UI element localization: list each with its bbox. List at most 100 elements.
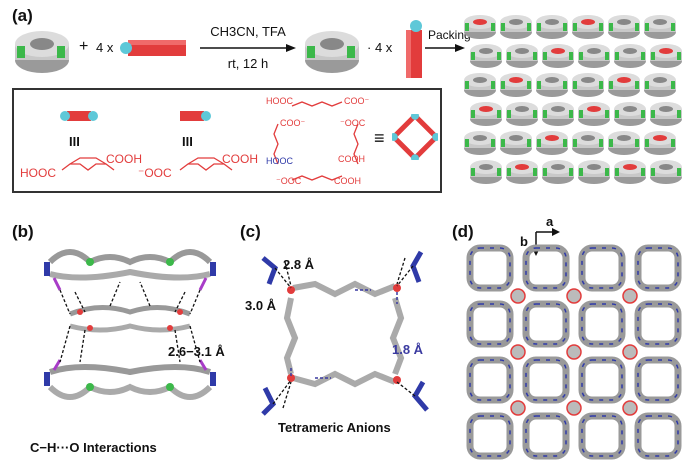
framework-pore-edge <box>525 247 567 289</box>
axis-b-label: b <box>520 234 528 249</box>
framework-pore <box>466 356 514 404</box>
tetramer-label-bbl: ⁻OOC <box>276 176 302 186</box>
packed-ring <box>464 15 496 39</box>
packed-ring <box>500 73 532 97</box>
packed-ring <box>572 15 604 39</box>
packed-ring <box>614 102 646 126</box>
packing-lattice <box>464 15 682 184</box>
multiplier-text: 4 x <box>96 40 114 55</box>
framework-pore-edge <box>525 359 567 401</box>
monoanion-right-group: COOH <box>222 152 258 166</box>
framework-pore <box>634 300 682 348</box>
panel-b-caption: C−H···O Interactions <box>30 440 157 455</box>
framework-pore-edge <box>637 359 679 401</box>
framework-pore-edge <box>525 303 567 345</box>
framework-pore-edge <box>469 303 511 345</box>
rod-legend-icon <box>180 111 211 121</box>
packed-ring <box>650 44 682 68</box>
tetramer-label-bl: HOOC <box>266 156 293 166</box>
packed-ring <box>470 102 502 126</box>
framework-node <box>622 288 638 304</box>
packed-ring <box>542 44 574 68</box>
framework-pore <box>522 300 570 348</box>
tetramer-square-icon <box>392 114 438 160</box>
framework-node <box>510 344 526 360</box>
framework-pore <box>634 244 682 292</box>
tetramer-label-mr: ⁻OOC <box>340 118 366 128</box>
equivalence-mark: III <box>69 134 80 149</box>
distance-label-c1: 2.8 Å <box>283 257 315 272</box>
framework-pore-edge <box>581 303 623 345</box>
panel-b-label: (b) <box>12 222 34 241</box>
packed-ring <box>542 160 574 184</box>
framework-pore-edge <box>469 359 511 401</box>
packed-ring <box>650 102 682 126</box>
reaction-conditions-top: CH3CN, TFA <box>210 24 286 39</box>
packed-ring <box>644 15 676 39</box>
tetramer-structure <box>273 101 359 181</box>
equivalence-symbol: ≡ <box>374 128 385 148</box>
framework-pore <box>634 412 682 460</box>
crystal-structure-b <box>44 249 216 400</box>
panel-d-label: (d) <box>452 222 474 241</box>
packed-ring <box>614 44 646 68</box>
packed-ring <box>536 131 568 155</box>
packed-ring <box>506 160 538 184</box>
packed-ring <box>572 131 604 155</box>
framework-lattice <box>466 244 682 460</box>
panel-c-caption: Tetrameric Anions <box>278 420 391 435</box>
framework-pore <box>578 300 626 348</box>
packed-ring <box>650 160 682 184</box>
framework-pore <box>466 300 514 348</box>
panel-a-label: (a) <box>12 6 33 25</box>
reaction-conditions-bottom: rt, 12 h <box>227 56 269 71</box>
framework-node <box>510 288 526 304</box>
packed-ring <box>644 131 676 155</box>
axis-a-label: a <box>546 214 554 229</box>
diacid-left-group: HOOC <box>20 166 56 180</box>
framework-pore <box>634 356 682 404</box>
framework-pore <box>522 244 570 292</box>
plus-sign: + <box>79 38 89 55</box>
framework-pore <box>578 356 626 404</box>
distance-label-b: 2.6−3.1 Å <box>168 344 225 359</box>
packed-ring <box>608 73 640 97</box>
packed-ring <box>578 160 610 184</box>
framework-pore-edge <box>469 247 511 289</box>
framework-node <box>566 288 582 304</box>
legend-box: III HOOC COOH III ⁻OOC COOH HOOC COO⁻ CO… <box>12 88 442 193</box>
equivalence-mark: III <box>182 134 193 149</box>
distance-label-c2: 3.0 Å <box>245 298 277 313</box>
tetramer-label-ml: COO⁻ <box>280 118 306 128</box>
packed-ring <box>470 160 502 184</box>
framework-pore <box>578 412 626 460</box>
distance-label-c3: 1.8 Å <box>392 342 424 357</box>
panel-c-label: (c) <box>240 222 261 241</box>
packed-ring <box>578 102 610 126</box>
tetramer-label-tl: HOOC <box>266 96 293 106</box>
framework-pore-edge <box>469 415 511 457</box>
packing-arrow <box>425 44 465 52</box>
framework-node <box>622 344 638 360</box>
framework-pore-edge <box>581 247 623 289</box>
packed-ring <box>614 160 646 184</box>
packed-ring <box>644 73 676 97</box>
monoanion-left-group: ⁻OOC <box>138 166 172 180</box>
framework-pore-edge <box>637 303 679 345</box>
packed-ring <box>536 73 568 97</box>
framework-node <box>622 400 638 416</box>
diacid-structure <box>61 157 115 171</box>
packed-ring <box>464 73 496 97</box>
framework-pore <box>466 412 514 460</box>
macrocycle-ring-icon <box>15 31 69 73</box>
framework-node <box>510 400 526 416</box>
tetramer-label-br: COOH <box>338 154 365 164</box>
guest-rod-icon <box>120 40 186 56</box>
framework-pore <box>466 244 514 292</box>
packed-ring <box>470 44 502 68</box>
packed-ring <box>608 15 640 39</box>
framework-pore-edge <box>581 359 623 401</box>
framework-pore <box>522 412 570 460</box>
packed-ring <box>578 44 610 68</box>
packed-ring <box>572 73 604 97</box>
